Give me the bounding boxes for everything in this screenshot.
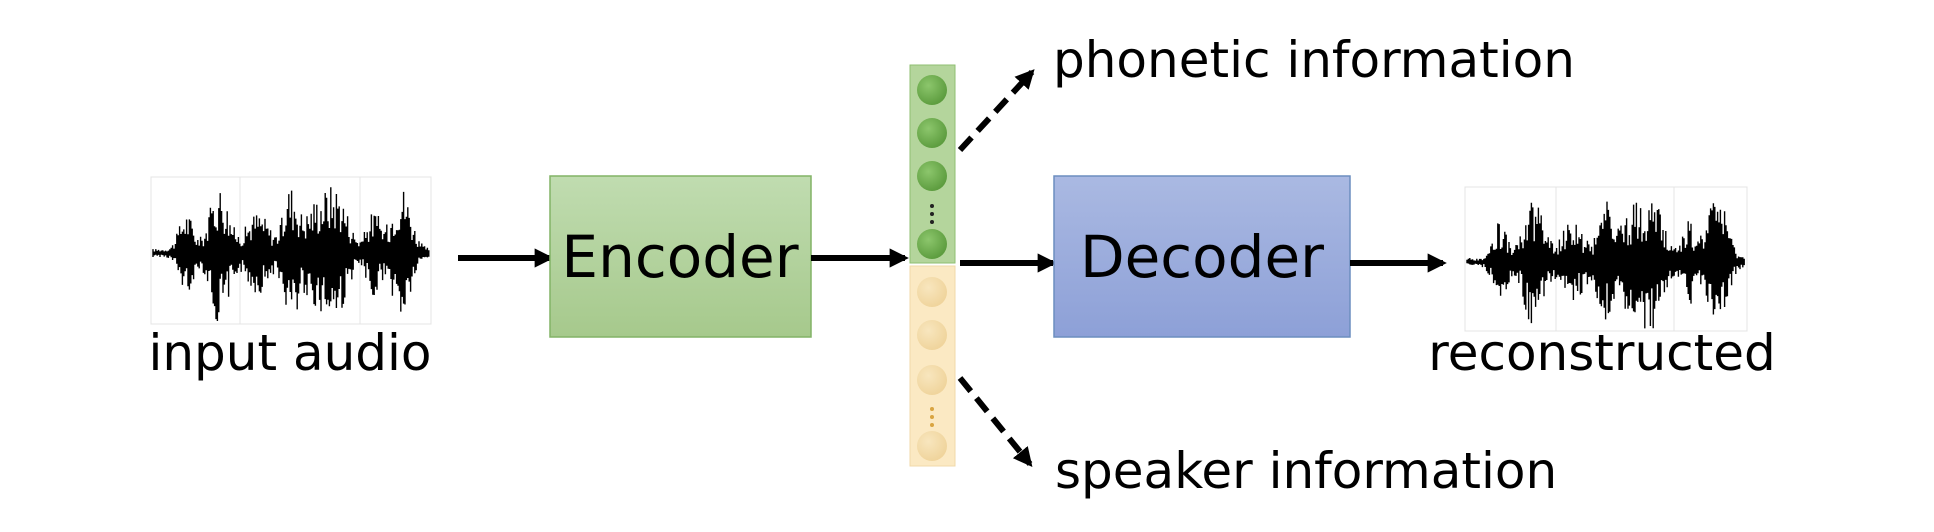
speaker-information-label: speaker information — [1055, 442, 1557, 500]
phonetic-units — [917, 75, 947, 259]
input-waveform — [152, 187, 430, 321]
input-waveform-image — [150, 176, 432, 325]
reconstructed-label: reconstructed — [1428, 324, 1776, 382]
phonetic-unit — [917, 118, 947, 148]
phonetic-unit — [917, 229, 947, 259]
latent-vector — [909, 64, 956, 467]
speaker-unit — [917, 365, 947, 395]
phonetic-unit — [917, 75, 947, 105]
phonetic-ellipsis — [930, 204, 934, 224]
speaker-ellipsis — [930, 407, 934, 427]
output-waveform — [1466, 201, 1745, 329]
phonetic-unit — [917, 161, 947, 191]
arrow-to-phonetic-information — [957, 69, 1035, 153]
encoder-block: Encoder — [549, 175, 812, 338]
encoder-label: Encoder — [561, 223, 798, 291]
decoder-box — [1053, 175, 1351, 338]
speaker-unit — [917, 431, 947, 461]
decoder-label: Decoder — [1080, 223, 1324, 291]
decoder-block: Decoder — [1053, 175, 1351, 338]
arrow-to-speaker-information — [957, 376, 1033, 467]
input-audio-label: input audio — [148, 324, 431, 382]
speaker-unit — [917, 277, 947, 307]
phonetic-information-label: phonetic information — [1053, 31, 1575, 89]
speaker-units — [917, 277, 947, 461]
output-waveform-image — [1464, 186, 1748, 332]
speaker-unit — [917, 320, 947, 350]
